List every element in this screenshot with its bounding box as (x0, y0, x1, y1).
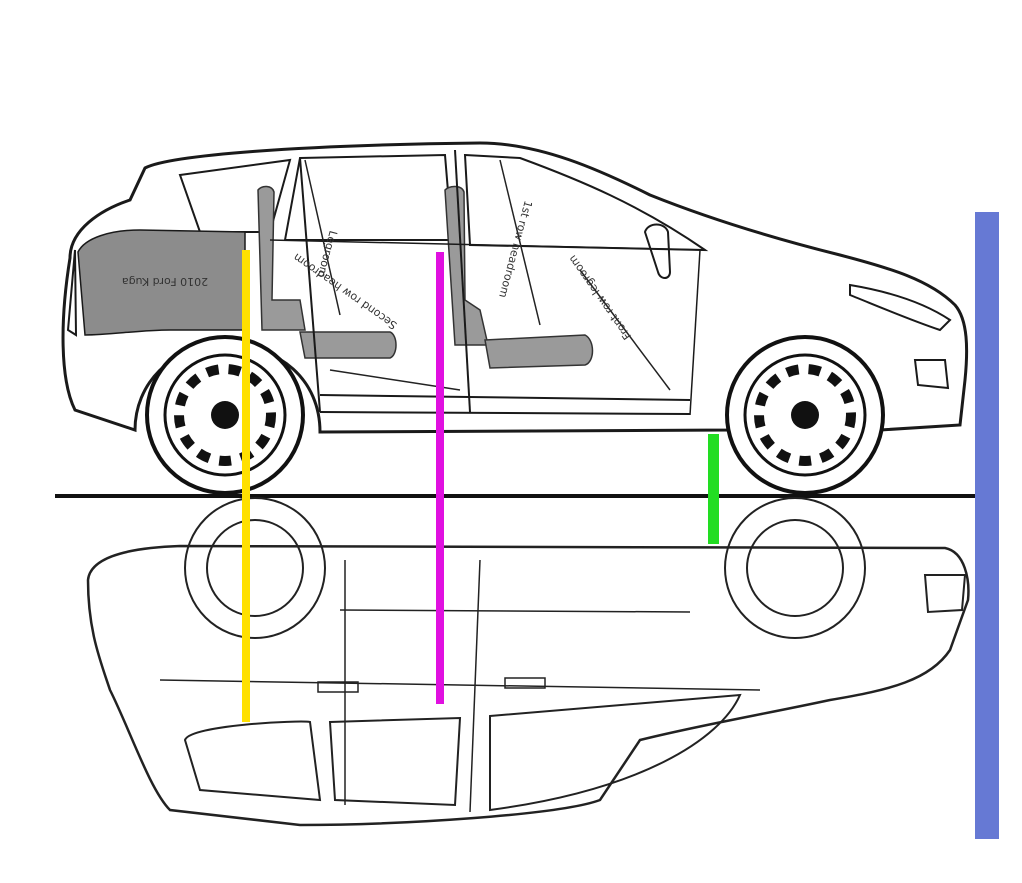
rear-light (66, 249, 78, 337)
second-row-label: Second row headroom (291, 251, 400, 332)
front-seat-cushion (484, 334, 594, 369)
lower-door-line-2 (469, 559, 481, 813)
rear-seat-cushion (299, 331, 397, 359)
lower-car-body (86, 544, 970, 827)
lower-taillight (923, 574, 967, 614)
upper-car-rear-panel (77, 229, 246, 336)
first-row-label: 1st row headroom (496, 199, 534, 299)
lower-wheel-arch-rear (184, 497, 326, 639)
lower-window-front (489, 693, 742, 812)
upper-sill (319, 394, 691, 401)
c-pillar (299, 157, 321, 413)
b-pillar (454, 149, 471, 413)
lower-wheel-front (746, 519, 844, 617)
front-wheel (725, 335, 885, 495)
front-legroom-label: Front row legroom (566, 253, 634, 342)
rear-wheel (145, 335, 305, 495)
lower-sill (319, 411, 691, 415)
lower-handle-front (504, 677, 546, 689)
lower-wheel-arch-front (724, 497, 866, 639)
right-vertical-bar (975, 212, 999, 839)
yellow-marker (242, 250, 250, 722)
belt-line (269, 239, 706, 251)
lower-handle-rear (317, 681, 359, 693)
measurement-arrows (304, 159, 671, 391)
lower-window-middle (328, 716, 462, 807)
green-marker (708, 434, 719, 544)
lower-window-rear (183, 720, 322, 802)
magenta-marker (436, 252, 444, 704)
side-mirror (643, 223, 672, 279)
lower-belt-line (159, 679, 761, 691)
upper-car-rear-door-window (283, 153, 454, 241)
lower-car (86, 497, 970, 827)
rear-panel-label: 2010 Ford Kuga (122, 275, 208, 288)
upper-car: 2010 Ford Kuga Legroom Second row headro… (61, 141, 969, 495)
front-seat-back (444, 185, 489, 346)
rear-seat-back (257, 185, 306, 331)
fog-light (913, 359, 950, 390)
upper-car-front-door-window (463, 153, 709, 252)
lower-wheel-rear (206, 519, 304, 617)
front-door-edge (689, 249, 701, 416)
lower-sill-line (339, 609, 691, 613)
headlight (849, 283, 952, 332)
